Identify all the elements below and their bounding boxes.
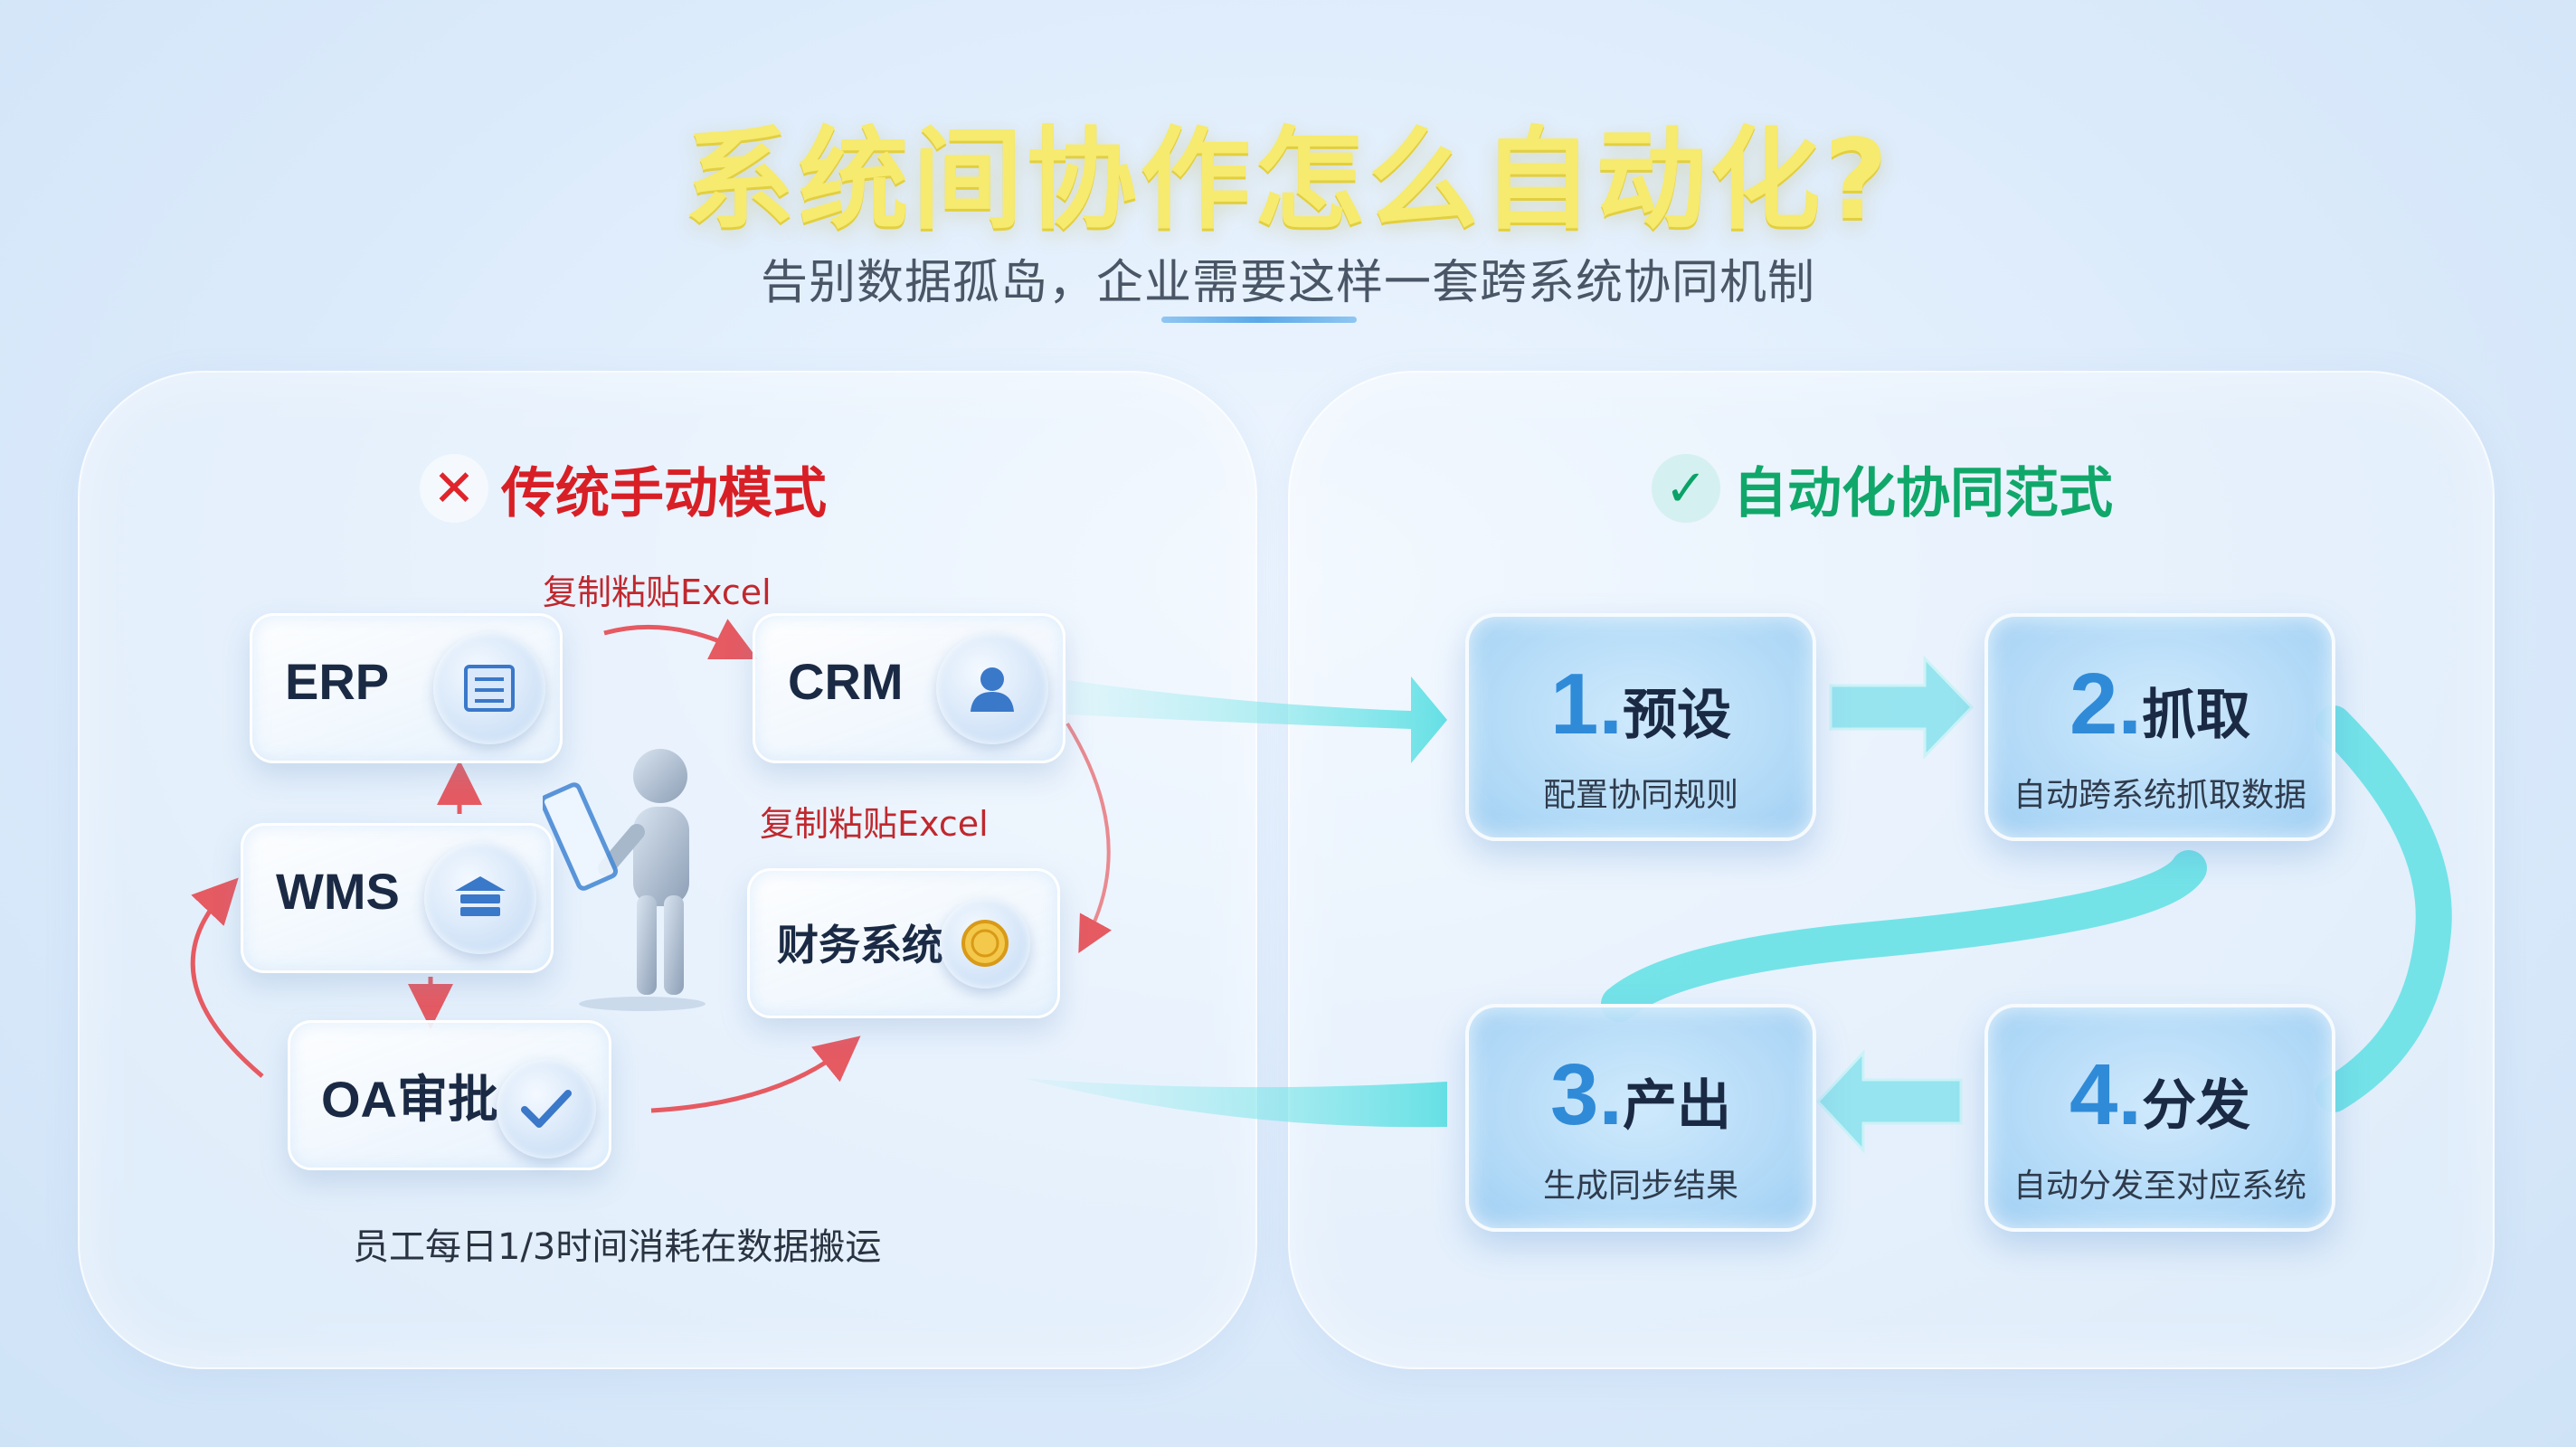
system-label: 财务系统 [777, 922, 943, 969]
step-description: 自动跨系统抓取数据 [2012, 777, 2306, 814]
arrow-oa-loop [190, 877, 264, 1078]
swoosh-step2-to-step3 [1601, 850, 2207, 1022]
step-name: 预设 [1623, 684, 1732, 747]
left-section-heading: ✕ 传统手动模式 [420, 452, 827, 525]
step-number: 3. [1549, 1046, 1624, 1143]
step-card-1: 1.预设 配置协同规则 [1465, 613, 1816, 841]
checkmark-icon [497, 1059, 596, 1159]
arrow-step4-to-step3 [1815, 1049, 1963, 1154]
step-title: 2.抓取 [1988, 655, 2332, 754]
arrow-erp-to-crm [603, 619, 758, 659]
arrow-step2-to-step4 [2316, 705, 2452, 1112]
page-title: 系统间协作怎么自动化? [684, 116, 1892, 244]
system-label: OA审批 [321, 1071, 498, 1128]
beam-step3-to-left [1022, 1078, 1447, 1128]
step-description: 配置协同规则 [1542, 777, 1738, 814]
step-title: 3.产出 [1469, 1045, 1813, 1145]
system-card-finance: 财务系统 [747, 868, 1060, 1018]
user-icon [936, 632, 1048, 744]
system-card-crm: CRM [753, 613, 1065, 763]
checkmark-icon: ✓ [1652, 454, 1720, 523]
x-mark-icon: ✕ [420, 454, 488, 523]
system-card-erp: ERP [250, 613, 563, 763]
system-card-wms: WMS [241, 823, 554, 973]
left-heading-text: 传统手动模式 [501, 461, 827, 525]
system-card-oa: OA审批 [288, 1020, 611, 1170]
beam-crm-to-step1 [1067, 676, 1447, 763]
page-subtitle: 告别数据孤岛，企业需要这样一套跨系统协同机制 [760, 256, 1815, 310]
right-heading-text: 自动化协同范式 [1733, 461, 2113, 525]
arrow-step1-to-step2 [1829, 655, 1975, 760]
document-list-icon [433, 632, 545, 744]
step-number: 1. [1549, 656, 1624, 752]
arrow-oa-to-finance [650, 1036, 861, 1113]
worker-figure-icon [543, 749, 706, 1011]
step-card-2: 2.抓取 自动跨系统抓取数据 [1984, 613, 2335, 841]
system-label: WMS [276, 863, 400, 920]
right-section-heading: ✓ 自动化协同范式 [1652, 452, 2113, 525]
system-label: ERP [285, 653, 390, 710]
step-title: 1.预设 [1469, 655, 1813, 754]
coin-icon [940, 898, 1030, 988]
bottom-note: 员工每日1/3时间消耗在数据搬运 [353, 1226, 882, 1268]
arrow-crm-to-finance [1065, 722, 1113, 954]
step-description: 自动分发至对应系统 [2012, 1168, 2306, 1205]
system-label: CRM [788, 653, 904, 710]
step-name: 抓取 [2142, 684, 2251, 747]
step-card-4: 4.分发 自动分发至对应系统 [1984, 1004, 2335, 1232]
step-name: 产出 [1623, 1074, 1732, 1138]
paste-label-right: 复制粘贴Excel [760, 804, 989, 844]
step-number: 4. [2069, 1046, 2143, 1143]
step-card-3: 3.产出 生成同步结果 [1465, 1004, 1816, 1232]
warehouse-icon [424, 842, 536, 954]
paste-label-top: 复制粘贴Excel [543, 572, 772, 612]
step-title: 4.分发 [1988, 1045, 2332, 1145]
subtitle-underline [1161, 317, 1357, 323]
step-description: 生成同步结果 [1542, 1168, 1738, 1205]
step-name: 分发 [2142, 1074, 2251, 1138]
step-number: 2. [2069, 656, 2143, 752]
